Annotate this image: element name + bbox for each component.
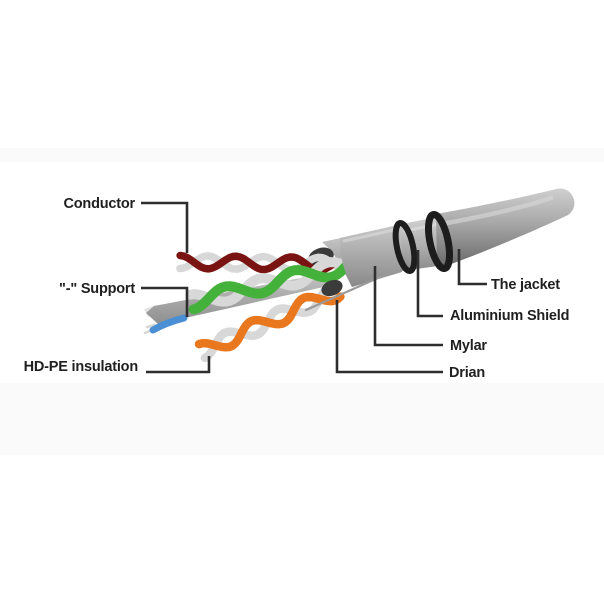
mylar-opening-shadow-bottom [321,279,343,297]
jacket-leader [457,249,487,286]
leader-lines [141,201,487,374]
green-white-pair-white-strand [185,257,356,307]
orange-white-pair-color-strand [194,292,345,352]
mylar-label: Mylar [450,338,487,354]
aluminium-shield-label: Aluminium Shield [450,308,569,324]
scan-band-bottom [0,383,604,455]
jacket-layer [425,188,575,272]
jacket-body [436,188,575,269]
drian-label: Drian [449,365,485,381]
brown-white-pair-color-strand [176,251,340,274]
blue-wire [149,314,188,334]
labels: Conductor "-" Support HD-PE insulation T… [24,196,570,381]
drain-wire [304,268,398,312]
conductor-label: Conductor [64,196,136,212]
mylar-highlight [342,227,400,243]
green-white-pair-color-strand [188,257,355,315]
hd-pe-leader [146,356,211,374]
conductor-leader [141,201,189,253]
the-jacket-label: The jacket [491,277,560,293]
aluminium-shield-leader [416,250,443,318]
mylar-layer [339,224,402,287]
drian-leader [335,300,443,374]
scan-band-top [0,148,604,162]
mylar-leader [373,266,443,347]
jacket-highlight [439,195,554,227]
support-label: "-" Support [59,281,135,297]
shield-cut-ring [392,219,418,275]
brown-white-pair-white-strand [176,252,340,274]
jacket-cut-ring [425,211,453,272]
support-leader [141,286,189,317]
hd-pe-insulation-label: HD-PE insulation [24,359,138,375]
